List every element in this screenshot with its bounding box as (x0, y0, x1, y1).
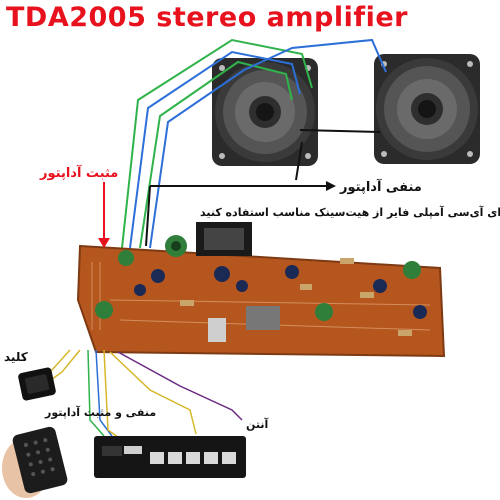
label-positive-adapter: مثبت آداپتور (40, 166, 119, 181)
bottom-wires (39, 349, 243, 441)
speaker-right (374, 54, 480, 164)
label-antenna: آنتن (246, 418, 269, 431)
remote-control (2, 426, 68, 498)
speaker-wires (121, 38, 387, 249)
page-title: TDA2005 stereo amplifier (6, 2, 408, 33)
amplifier-board (76, 222, 446, 358)
label-heatsink-note: برای آی‌سی آمپلی فایر از هیت‌سینک مناسب … (200, 206, 500, 219)
arrow-positive (98, 182, 110, 248)
power-switch (18, 367, 56, 401)
label-power: منفی و مثبت آداپتور (45, 406, 157, 419)
arrow-negative (145, 181, 336, 247)
speaker-left (212, 58, 318, 166)
label-key: کلید (4, 350, 28, 364)
mp3-module (94, 436, 246, 478)
label-negative-adapter: منفی آداپتور (340, 180, 422, 195)
